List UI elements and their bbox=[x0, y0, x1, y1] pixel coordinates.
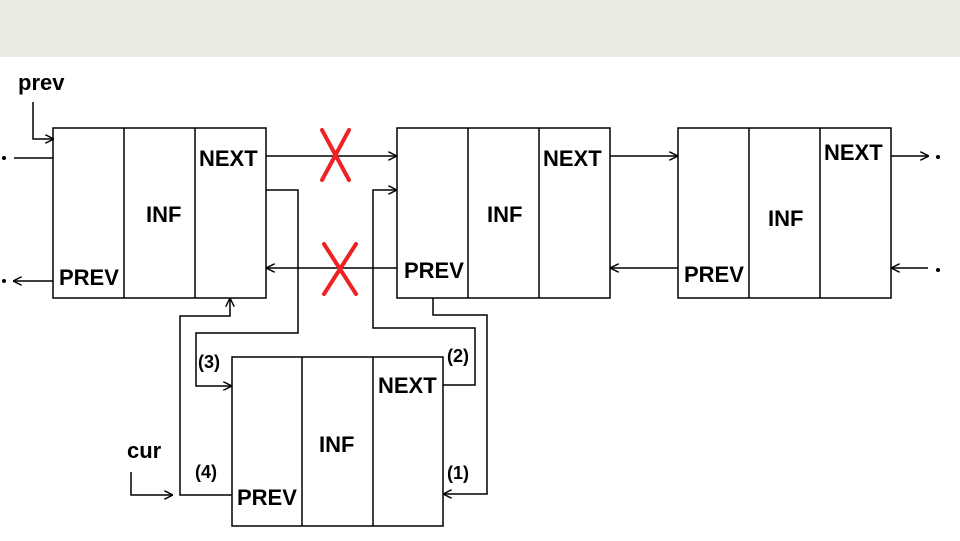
top-band bbox=[0, 0, 960, 57]
node-3-inf-label: INF bbox=[768, 206, 803, 231]
prev-pointer-label: prev bbox=[18, 70, 65, 95]
step-2-label: (2) bbox=[447, 346, 469, 366]
left-dot-top bbox=[2, 156, 6, 160]
step-3-label: (3) bbox=[198, 352, 220, 372]
node-2-inf-label: INF bbox=[487, 202, 522, 227]
cross-mark-bottom bbox=[322, 242, 358, 296]
right-dot-top bbox=[936, 155, 940, 159]
node-2: NEXT INF PREV bbox=[396, 127, 611, 299]
node-2-prev-label: PREV bbox=[404, 258, 464, 283]
node-new: NEXT INF PREV bbox=[231, 356, 444, 527]
node-1-prev-label: PREV bbox=[59, 265, 119, 290]
node-3-next-label: NEXT bbox=[824, 140, 883, 165]
node-new-inf-label: INF bbox=[319, 432, 354, 457]
node-1-inf-label: INF bbox=[146, 202, 181, 227]
step-2-link bbox=[372, 190, 476, 386]
node-new-prev-label: PREV bbox=[237, 485, 297, 510]
node-3: NEXT INF PREV bbox=[677, 127, 892, 299]
step-4-link bbox=[179, 299, 232, 496]
node-2-next-label: NEXT bbox=[543, 146, 602, 171]
cross-mark-top bbox=[320, 128, 351, 182]
left-dot-bottom bbox=[2, 279, 6, 283]
node-1: NEXT INF PREV bbox=[52, 127, 267, 299]
cur-pointer-label: cur bbox=[127, 438, 162, 463]
node-1-next-label: NEXT bbox=[199, 146, 258, 171]
cur-pointer-arrow bbox=[130, 472, 172, 495]
right-dot-bottom bbox=[936, 268, 940, 272]
step-3-link bbox=[195, 189, 299, 386]
prev-pointer-arrow bbox=[32, 102, 53, 139]
step-4-label: (4) bbox=[195, 462, 217, 482]
step-1-label: (1) bbox=[447, 463, 469, 483]
step-1-link bbox=[432, 298, 488, 494]
node-new-next-label: NEXT bbox=[378, 373, 437, 398]
node-3-prev-label: PREV bbox=[684, 262, 744, 287]
